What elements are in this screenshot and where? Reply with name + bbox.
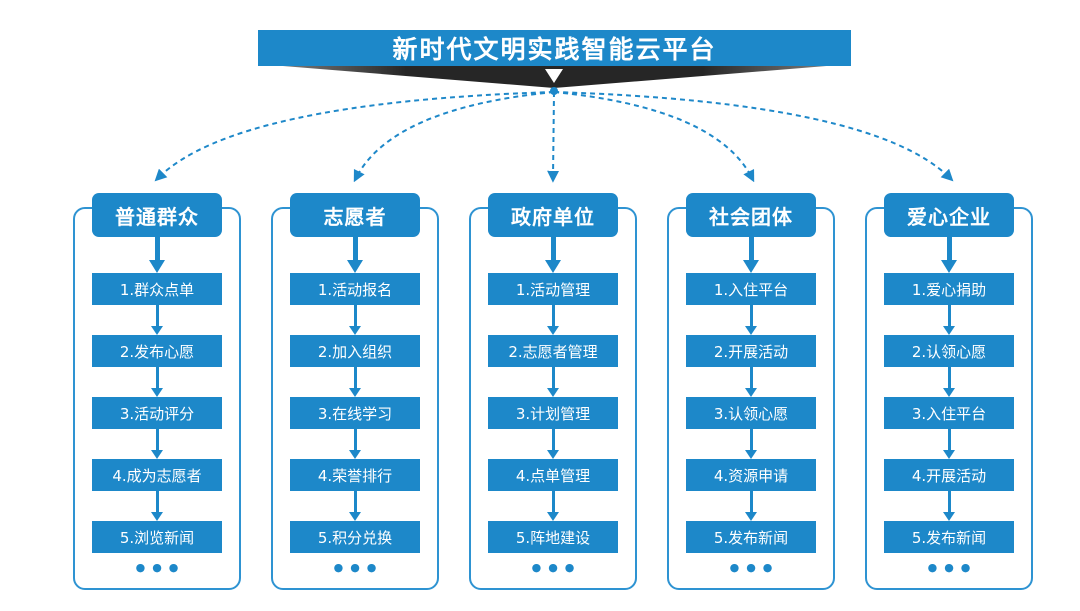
flow-arrow-icon — [347, 237, 363, 273]
flow-arrow-icon — [547, 305, 559, 335]
flow-arrow-icon — [547, 491, 559, 521]
dashed-connector-5 — [553, 91, 954, 182]
dashed-connector-4 — [553, 91, 755, 183]
flow-step: 2.加入组织 — [290, 335, 420, 367]
column-header: 志愿者 — [290, 193, 420, 237]
column-header: 普通群众 — [92, 193, 222, 237]
flow-step: 3.活动评分 — [92, 397, 222, 429]
flow-arrow-icon — [745, 491, 757, 521]
flow-step: 2.发布心愿 — [92, 335, 222, 367]
flow-arrow-icon — [349, 305, 361, 335]
flow-step: 2.开展活动 — [686, 335, 816, 367]
column-header: 政府单位 — [488, 193, 618, 237]
flow-step: 4.开展活动 — [884, 459, 1014, 491]
flow-arrow-icon — [745, 305, 757, 335]
flow-step: 3.在线学习 — [290, 397, 420, 429]
flow-arrow-icon — [943, 491, 955, 521]
ellipsis-dots: ●●● — [927, 561, 978, 574]
flow-step: 1.爱心捐助 — [884, 273, 1014, 305]
flow-arrow-icon — [545, 237, 561, 273]
flow-step: 5.浏览新闻 — [92, 521, 222, 553]
column-volunteers: 志愿者 1.活动报名 2.加入组织 3.在线学习 4.荣誉排行 5.积分兑换 ●… — [270, 193, 440, 597]
flow-arrow-icon — [151, 305, 163, 335]
column-general-public: 普通群众 1.群众点单 2.发布心愿 3.活动评分 4.成为志愿者 5.浏览新闻… — [72, 193, 242, 597]
chevron-down-icon — [545, 69, 563, 83]
flow-step: 4.荣誉排行 — [290, 459, 420, 491]
flow-arrow-icon — [151, 429, 163, 459]
flow-arrow-icon — [151, 367, 163, 397]
ellipsis-dots: ●●● — [333, 561, 384, 574]
flow-arrow-icon — [349, 491, 361, 521]
platform-title-banner: 新时代文明实践智能云平台 — [258, 30, 851, 66]
flow-step: 5.积分兑换 — [290, 521, 420, 553]
dashed-connector-1 — [154, 91, 555, 182]
flow-step: 1.入住平台 — [686, 273, 816, 305]
ellipsis-dots: ●●● — [729, 561, 780, 574]
flow-step: 2.认领心愿 — [884, 335, 1014, 367]
flow-arrow-icon — [941, 237, 957, 273]
flow-arrow-icon — [149, 237, 165, 273]
flow-arrow-icon — [547, 429, 559, 459]
flow-step: 1.活动管理 — [488, 273, 618, 305]
column-government: 政府单位 1.活动管理 2.志愿者管理 3.计划管理 4.点单管理 5.阵地建设… — [468, 193, 638, 597]
flow-arrow-icon — [745, 367, 757, 397]
column-header: 爱心企业 — [884, 193, 1014, 237]
flow-arrow-icon — [349, 367, 361, 397]
flow-arrow-icon — [943, 305, 955, 335]
flow-step: 3.计划管理 — [488, 397, 618, 429]
flow-step: 5.发布新闻 — [686, 521, 816, 553]
column-header: 社会团体 — [686, 193, 816, 237]
flow-arrow-icon — [547, 367, 559, 397]
flow-step: 3.入住平台 — [884, 397, 1014, 429]
flow-step: 3.认领心愿 — [686, 397, 816, 429]
flow-step: 4.资源申请 — [686, 459, 816, 491]
flow-step: 5.阵地建设 — [488, 521, 618, 553]
flow-step: 5.发布新闻 — [884, 521, 1014, 553]
flow-arrow-icon — [745, 429, 757, 459]
dashed-connector-2 — [353, 91, 555, 183]
flow-arrow-icon — [943, 429, 955, 459]
dashed-connector-3 — [547, 91, 560, 183]
column-social-groups: 社会团体 1.入住平台 2.开展活动 3.认领心愿 4.资源申请 5.发布新闻 … — [666, 193, 836, 597]
flow-step: 1.群众点单 — [92, 273, 222, 305]
ellipsis-dots: ●●● — [531, 561, 582, 574]
flow-arrow-icon — [943, 367, 955, 397]
column-enterprises: 爱心企业 1.爱心捐助 2.认领心愿 3.入住平台 4.开展活动 5.发布新闻 … — [864, 193, 1034, 597]
page-title: 新时代文明实践智能云平台 — [392, 35, 717, 64]
flow-step: 4.点单管理 — [488, 459, 618, 491]
flow-step: 4.成为志愿者 — [92, 459, 222, 491]
flow-step: 2.志愿者管理 — [488, 335, 618, 367]
flow-arrow-icon — [151, 491, 163, 521]
flow-arrow-icon — [349, 429, 361, 459]
flow-arrow-icon — [743, 237, 759, 273]
flow-step: 1.活动报名 — [290, 273, 420, 305]
ellipsis-dots: ●●● — [135, 561, 186, 574]
